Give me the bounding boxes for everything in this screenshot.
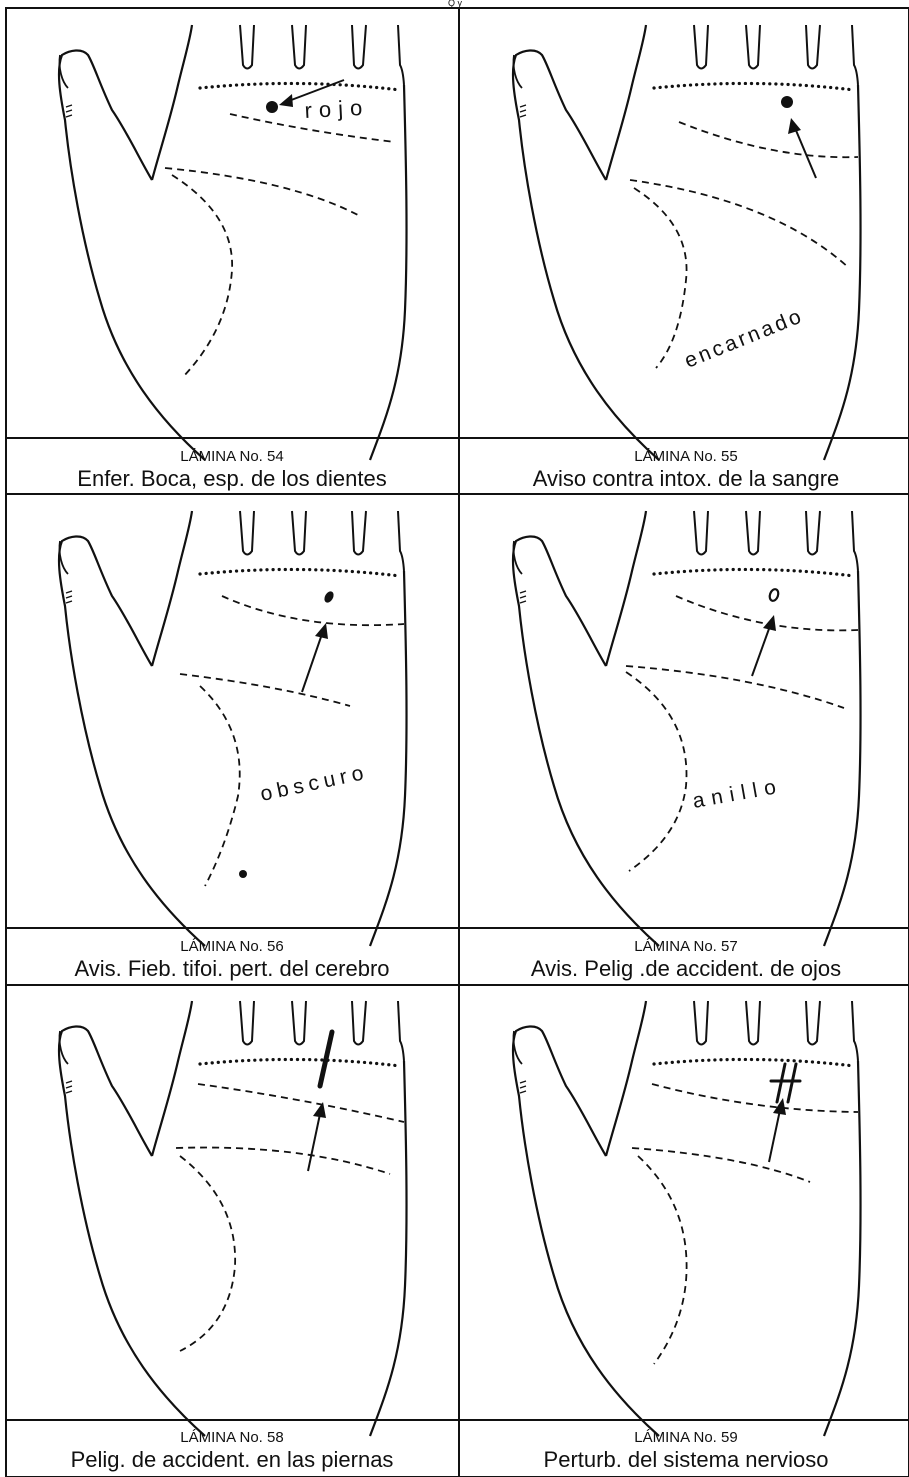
plate-59-mark-hash <box>771 1064 800 1102</box>
page-frame <box>6 8 909 1477</box>
plate-54-caption: Enfer. Boca, esp. de los dientes <box>77 466 386 491</box>
plate-54-number: LÁMINA No. 54 <box>180 448 283 465</box>
plate-56-mark-oval-dot <box>323 590 336 604</box>
plate-55-hand: encarnado <box>513 25 861 460</box>
plate-58-caption: Pelig. de accident. en las piernas <box>71 1447 394 1472</box>
plate-59-caption: Perturb. del sistema nervioso <box>544 1447 829 1472</box>
plate-57-hand: anillo <box>513 511 861 946</box>
plate-57-caption: Avis. Pelig .de accident. de ojos <box>531 956 841 981</box>
plate-54-mark-dot <box>266 101 278 113</box>
plate-58-number: LÁMINA No. 58 <box>180 1429 283 1446</box>
plate-55-label: encarnado <box>681 304 807 373</box>
plate-54-hand: rojo <box>59 25 407 460</box>
plate-56-label: obscuro <box>258 761 370 806</box>
plate-59-hand <box>513 1001 861 1436</box>
plate-57-mark-ring <box>768 588 780 602</box>
header-fragment: Q y <box>448 0 463 8</box>
plate-55-number: LÁMINA No. 55 <box>634 448 737 465</box>
plate-55-mark-dot <box>781 96 793 108</box>
plate-57-number: LÁMINA No. 57 <box>634 938 737 955</box>
plate-56-hand: obscuro <box>59 511 407 946</box>
plate-54-label: rojo <box>304 95 370 123</box>
plate-59-number: LÁMINA No. 59 <box>634 1429 737 1446</box>
plate-56-number: LÁMINA No. 56 <box>180 938 283 955</box>
plate-58-hand <box>59 1001 407 1436</box>
plate-56-caption: Avis. Fieb. tifoi. pert. del cerebro <box>74 956 389 981</box>
plate-57-label: anillo <box>691 774 785 812</box>
plate-55-caption: Aviso contra intox. de la sangre <box>533 466 840 491</box>
